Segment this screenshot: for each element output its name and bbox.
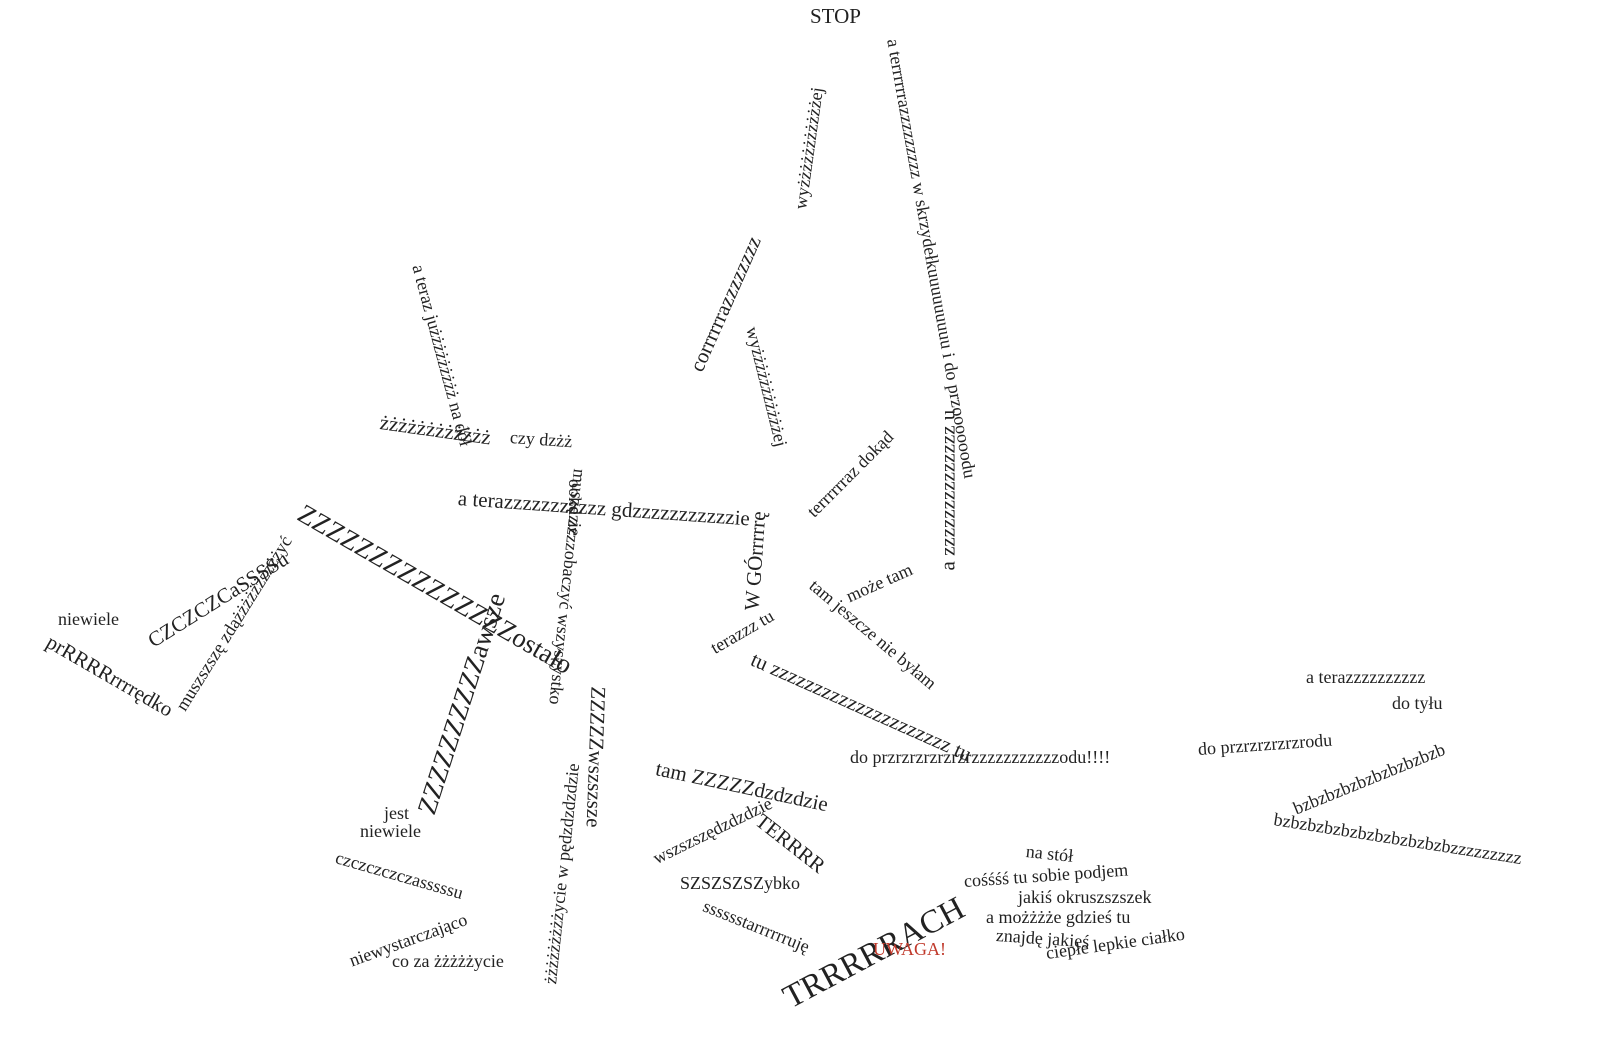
phrase-do-przrzrzodu-1: do przrzrzrzrzrzrzzzzzzzzzzzodu!!!! bbox=[850, 747, 1111, 767]
phrase-niewiele-1: niewiele bbox=[58, 609, 119, 629]
phrase-szszszybko: SZSZSZSZybko bbox=[680, 873, 801, 893]
phrase-do-przrzrzodu-2: do przrzrzrzrzrodu bbox=[1197, 729, 1333, 759]
phrase-terrrraz-dokad: terrrrrraz dokąd bbox=[802, 426, 898, 522]
phrase-stop: STOP bbox=[810, 4, 861, 28]
phrase-wyzej-2: wyżżżżżżżżżżżej bbox=[742, 324, 792, 449]
phrase-a-terazz-gdzzie: a terazzzzzzzzzzz gdzzzzzzzzzzzie bbox=[457, 486, 751, 531]
phrase-bzbzbz-1: bzbzbzbzbzbzbzbzbzb bbox=[1290, 739, 1448, 819]
phrase-a-mozzze-gdzies-tu: a możżżże gdzieś tu bbox=[986, 907, 1131, 927]
phrase-bzbzbz-2: bzbzbzbzbzbzbzbzbzbzbzzzzzzzzz bbox=[1272, 809, 1524, 869]
phrase-zycie-w-pedzie: żżżżżżżżżycie w pędzdzdzdzie bbox=[540, 762, 584, 986]
phrase-na-stol: na stół bbox=[1024, 841, 1075, 866]
phrase-zzzz-awsze: ZZZZZZZZZZawsze bbox=[411, 589, 512, 818]
phrase-a-terazzz-right: a terazzzzzzzzzz bbox=[1306, 667, 1426, 687]
phrase-jest: jest bbox=[384, 803, 409, 823]
phrase-zzzz-u: a zzzzzzzzzzzzzz u bbox=[935, 409, 960, 571]
phrase-uwaga: UWAGA! bbox=[873, 939, 946, 959]
phrase-zzzz-top-left: żżżżżżżżżżżż bbox=[378, 410, 493, 450]
phrase-czczczasu: czczczczczasssssu bbox=[333, 847, 466, 903]
phrase-zzzz-wszsze: ZZZZZwszszsze bbox=[581, 686, 611, 828]
phrase-moze-tam: może tam bbox=[842, 559, 916, 607]
phrase-a-terrrraz-w-skrzydelku: a terrrrrrazzzzzzzzz w skrzydełkuuuuuuuu… bbox=[883, 37, 981, 480]
phrase-jakis-okruszek: jakiś okruszszszek bbox=[1018, 887, 1152, 907]
phrase-zzzz-zostalo: ZZZZZZZZZZZZZZZostało bbox=[292, 498, 578, 681]
phrase-wyzej-1: wyżżżżżżżżżżżej bbox=[790, 85, 828, 211]
phrase-do-tylu: do tyłu bbox=[1392, 693, 1443, 713]
phrase-terazzz-tu: terazzz tu bbox=[707, 605, 778, 658]
phrase-ssssstartuje: sssssstarrrrrruję bbox=[700, 895, 813, 957]
phrase-terrrr: TERRRR bbox=[750, 808, 831, 878]
phrase-niewiele-2: niewiele bbox=[360, 821, 421, 841]
phrase-co-za-zycie: co za żżżżżycie bbox=[392, 951, 504, 971]
phrase-cossss-tu-sobie-podjem: cośśśś tu sobie podjem bbox=[963, 859, 1129, 891]
phrase-czy-dz: czy dzżż bbox=[509, 427, 573, 452]
